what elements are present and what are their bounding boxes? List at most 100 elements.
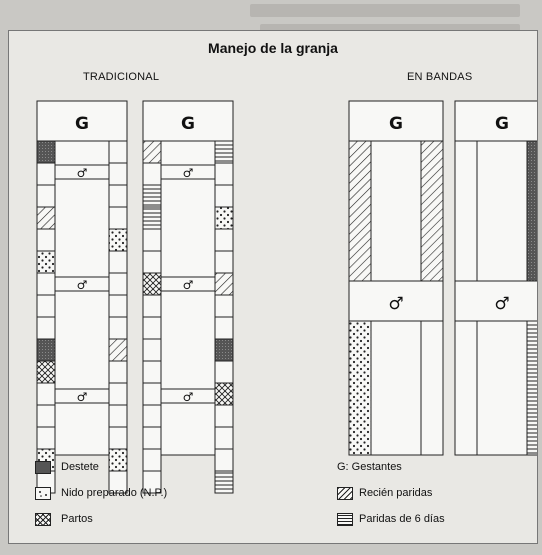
gestantes-symbol: G [389,114,403,134]
pen-cell [108,360,128,384]
male-symbol: ♂ [183,390,194,404]
male-symbol: ♂ [77,166,88,180]
pen-cell [142,382,162,406]
pen-cell [36,294,56,318]
pen-cell [214,426,234,450]
legend-label-gestantes: G: Gestantes [337,461,402,473]
legend-label-partos: Partos [61,513,93,525]
diagram-panel: Manejo de la granja TRADICIONAL EN BANDA… [8,30,538,544]
legend-swatch-recien [337,487,353,500]
pen-cell [214,206,234,230]
diagram-title: Manejo de la granja [208,40,338,56]
gestation-block [454,100,537,142]
pen-cell [214,470,234,494]
boar-corridor [160,388,216,404]
pen-cell [36,426,56,450]
pen-cell [108,272,128,296]
pen-cell [36,250,56,274]
pen-cell [142,404,162,428]
pen-cell [36,338,56,362]
boar-block [348,280,444,322]
boar-block [454,280,537,322]
pen-cell [108,228,128,252]
pen-cell [142,470,162,494]
pen-cell [214,316,234,340]
pen-cell [108,250,128,274]
gestantes-symbol: G [181,114,195,134]
male-symbol: ♂ [494,294,509,314]
pen-cell [36,360,56,384]
section-label-en-bandas: EN BANDAS [407,71,473,83]
pen-cell [36,382,56,406]
pen-cell [454,140,478,282]
pen-cell [142,184,162,208]
pen-cell [214,448,234,472]
legend-label-nido: Nido preparado (N.P.) [61,487,168,499]
pen-cell [142,426,162,450]
male-symbol: ♂ [183,278,194,292]
pen-cell [214,382,234,406]
legend-swatch-paridas6 [337,513,353,526]
boar-corridor [160,164,216,180]
pen-cell [214,294,234,318]
male-symbol: ♂ [183,166,194,180]
pen-cell [36,184,56,208]
pen-cell [142,294,162,318]
pen-cell [36,140,56,164]
pen-cell [108,404,128,428]
pen-cell [108,184,128,208]
gestation-block [142,100,234,142]
male-symbol: ♂ [77,390,88,404]
pen-cell [108,338,128,362]
pen-cell [108,382,128,406]
farm-layout-diagram: G♂♂♂G♂♂♂G♂G♂ [36,100,537,494]
pen-cell [108,448,128,472]
pen-cell [142,448,162,472]
pen-cell [214,360,234,384]
pen-cell [142,272,162,296]
pen-cell [214,250,234,274]
pen-cell [108,426,128,450]
pen-cell [142,140,162,164]
section-label-tradicional: TRADICIONAL [83,71,160,83]
gestantes-symbol: G [495,114,509,134]
boar-corridor [54,276,110,292]
pen-cell [214,404,234,428]
pen-cell [214,228,234,252]
pen-cell [348,140,372,282]
pen-cell [420,320,444,456]
pen-cell [142,206,162,230]
boar-corridor [54,388,110,404]
pen-cell [36,272,56,296]
pen-cell [108,140,128,164]
pen-cell [36,162,56,186]
pen-cell [108,316,128,340]
boar-corridor [160,276,216,292]
pen-cell [108,162,128,186]
boar-corridor [54,164,110,180]
pen-cell [108,470,128,494]
pen-cell [108,294,128,318]
pen-cell [142,360,162,384]
male-symbol: ♂ [388,294,403,314]
legend-swatch-destete [35,461,51,474]
pen-cell [526,320,537,456]
pen-cell [526,140,537,282]
pen-cell [36,404,56,428]
pen-cell [142,316,162,340]
pen-cell [142,228,162,252]
legend-swatch-partos [35,513,51,526]
pen-cell [214,338,234,362]
gestantes-symbol: G [75,114,89,134]
pen-cell [142,338,162,362]
pen-cell [214,272,234,296]
pen-cell [36,228,56,252]
pen-cell [348,320,372,456]
legend-label-recien: Recién paridas [359,487,433,499]
gestation-block [36,100,128,142]
pen-cell [142,162,162,186]
pen-cell [36,206,56,230]
legend-swatch-nido [35,487,51,500]
pen-cell [142,250,162,274]
pen-cell [454,320,478,456]
